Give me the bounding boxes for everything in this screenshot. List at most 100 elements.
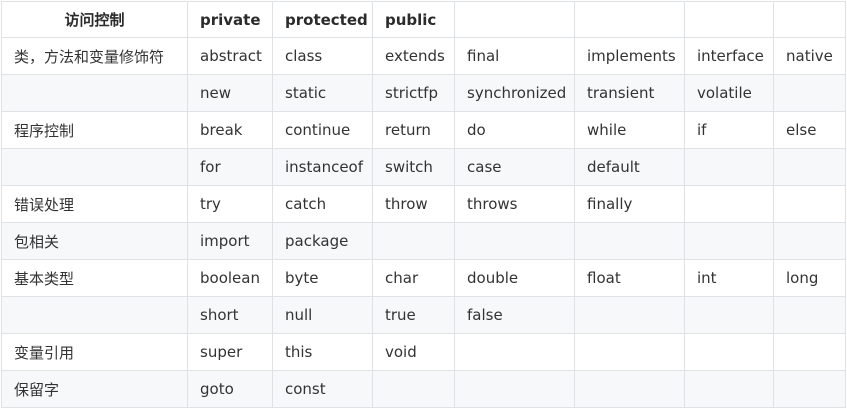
keyword-cell: package [272,222,373,260]
category-cell: 程序控制 [1,111,188,149]
keyword-cell: do [454,111,575,149]
keyword-cell [773,185,846,223]
table-row: short null true false [1,296,846,334]
category-cell: 基本类型 [1,259,188,297]
keyword-cell: while [574,111,685,149]
keyword-cell: else [773,111,846,149]
keyword-cell [684,148,774,186]
keyword-cell: break [187,111,273,149]
keyword-cell: long [773,259,846,297]
keyword-cell: boolean [187,259,273,297]
keyword-cell: static [272,74,373,112]
keyword-cell: float [574,259,685,297]
keyword-cell [773,74,846,112]
header-cell [574,1,685,38]
keyword-cell [773,148,846,186]
header-cell: public [372,1,455,38]
table-row: 包相关 import package [1,222,846,260]
header-cell: 访问控制 [1,1,188,38]
header-cell [454,1,575,38]
keyword-cell [684,296,774,334]
category-cell: 类，方法和变量修饰符 [1,37,188,75]
keyword-cell [454,370,575,408]
keyword-cell: new [187,74,273,112]
keyword-cell [574,370,685,408]
keyword-cell: implements [574,37,685,75]
category-cell [1,148,188,186]
keyword-cell [574,222,685,260]
keyword-cell [574,333,685,371]
keyword-cell: finally [574,185,685,223]
keyword-cell: this [272,333,373,371]
keyword-cell: super [187,333,273,371]
keyword-cell [372,370,455,408]
category-cell [1,296,188,334]
header-cell [684,1,774,38]
keyword-cell: const [272,370,373,408]
keyword-cell [684,222,774,260]
keyword-cell: try [187,185,273,223]
keyword-cell: native [773,37,846,75]
keyword-cell: synchronized [454,74,575,112]
keyword-cell: if [684,111,774,149]
keyword-cell: true [372,296,455,334]
keyword-cell: short [187,296,273,334]
keyword-cell: byte [272,259,373,297]
category-cell: 保留字 [1,370,188,408]
keyword-cell: catch [272,185,373,223]
keyword-cell [684,185,774,223]
keyword-cell: for [187,148,273,186]
keyword-cell: extends [372,37,455,75]
keyword-cell: import [187,222,273,260]
category-cell: 变量引用 [1,333,188,371]
table-row: 基本类型 boolean byte char double float int … [1,259,846,297]
keyword-cell: final [454,37,575,75]
keyword-cell [773,333,846,371]
category-cell: 错误处理 [1,185,188,223]
table-row: 类，方法和变量修饰符 abstract class extends final … [1,37,846,75]
keyword-cell: char [372,259,455,297]
table-header-row: 访问控制 private protected public [1,1,846,38]
keyword-cell: default [574,148,685,186]
keyword-cell [454,222,575,260]
keyword-cell: throw [372,185,455,223]
category-cell: 包相关 [1,222,188,260]
table-row: new static strictfp synchronized transie… [1,74,846,112]
keyword-cell [773,296,846,334]
header-cell [773,1,846,38]
keyword-cell: switch [372,148,455,186]
keyword-cell [684,333,774,371]
table-row: for instanceof switch case default [1,148,846,186]
table-row: 变量引用 super this void [1,333,846,371]
keyword-cell [574,296,685,334]
keyword-cell: throws [454,185,575,223]
keyword-cell [684,370,774,408]
keyword-cell: strictfp [372,74,455,112]
keyword-cell: continue [272,111,373,149]
keyword-cell: class [272,37,373,75]
keyword-cell: double [454,259,575,297]
keyword-cell: volatile [684,74,774,112]
header-cell: protected [272,1,373,38]
table-row: 程序控制 break continue return do while if e… [1,111,846,149]
keyword-cell: int [684,259,774,297]
table-row: 错误处理 try catch throw throws finally [1,185,846,223]
keyword-cell: null [272,296,373,334]
keyword-cell: transient [574,74,685,112]
keyword-cell: void [372,333,455,371]
keyword-cell: return [372,111,455,149]
header-cell: private [187,1,273,38]
keyword-cell: instanceof [272,148,373,186]
keyword-cell: abstract [187,37,273,75]
category-cell [1,74,188,112]
table-row: 保留字 goto const [1,370,846,408]
keyword-cell: goto [187,370,273,408]
keyword-cell [773,370,846,408]
keyword-cell [773,222,846,260]
keyword-cell: interface [684,37,774,75]
keyword-cell: case [454,148,575,186]
keyword-cell [454,333,575,371]
keyword-cell [372,222,455,260]
